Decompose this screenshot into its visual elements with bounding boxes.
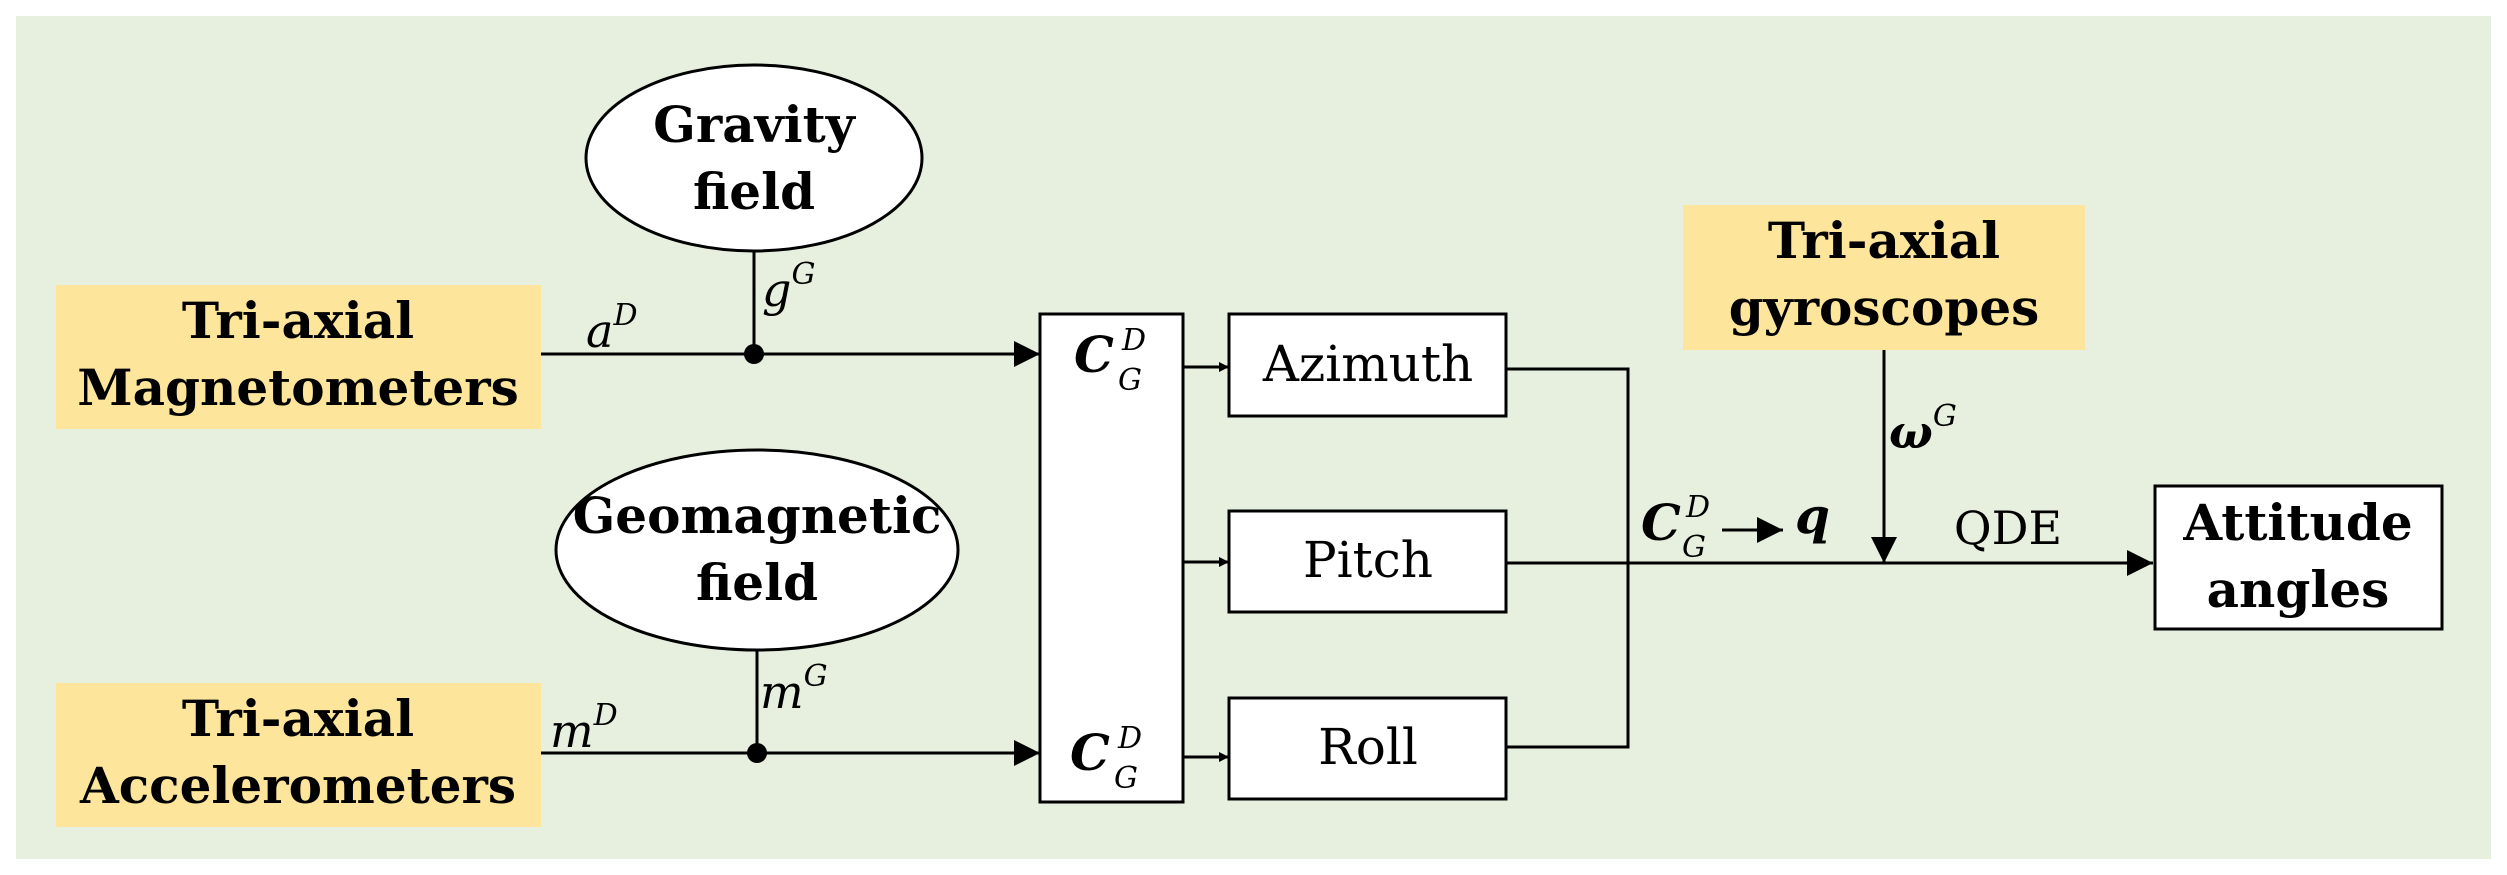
matrix-bottom-symbol: C — [1070, 723, 1110, 782]
attitude-angles-line2: angles — [2207, 560, 2390, 619]
magnetometers-label-line2: Magnetometers — [77, 358, 518, 417]
gravity-field-ellipse: Gravity field — [584, 63, 924, 253]
c-to-q-subscript: G — [1682, 530, 1706, 565]
gyroscopes-label-line1: Tri-axial — [1768, 211, 2000, 270]
attitude-angles-block: Attitude angles — [2153, 484, 2444, 631]
roll-block: Roll — [1227, 696, 1508, 801]
gyroscopes-label-line2: gyroscopes — [1729, 278, 2040, 337]
signal-m-reference-label: mG — [760, 659, 828, 719]
q-symbol: q — [1795, 486, 1830, 545]
pitch-block: Pitch — [1227, 509, 1508, 614]
rotation-matrix-block: C D G C D G — [1038, 312, 1185, 804]
c-to-q-superscript: D — [1685, 490, 1710, 525]
c-to-q-label: C D G q — [1641, 486, 1830, 565]
signal-g-label: gG — [762, 257, 815, 317]
matrix-bottom-subscript: G — [1114, 761, 1138, 796]
gyroscopes-box: Tri-axial gyroscopes — [1683, 205, 2085, 350]
accelerometers-label-line2: Accelerometers — [79, 756, 516, 815]
geomagnetic-junction-dot — [747, 743, 767, 763]
signal-m-input-label: mD — [550, 698, 618, 758]
azimuth-label: Azimuth — [1262, 335, 1473, 393]
azimuth-block: Azimuth — [1227, 312, 1508, 418]
azimuth-roll-merge-wire — [1506, 367, 1630, 749]
matrix-top-symbol: C — [1074, 325, 1114, 384]
matrix-bottom-superscript: D — [1117, 721, 1142, 756]
accelerometers-box: Tri-axial Accelerometers — [56, 683, 541, 827]
geomagnetic-field-line1: Geomagnetic — [573, 486, 942, 545]
gravity-field-line1: Gravity — [653, 95, 857, 154]
roll-label: Roll — [1318, 718, 1418, 776]
signal-omega-label: ωG — [1889, 399, 1957, 459]
signal-a-label: aD — [586, 298, 638, 358]
qde-label: QDE — [1954, 501, 2062, 555]
magnetometers-label-line1: Tri-axial — [182, 291, 414, 350]
pitch-label: Pitch — [1303, 531, 1433, 589]
matrix-top-superscript: D — [1121, 323, 1146, 358]
c-to-q-symbol: C — [1641, 493, 1681, 552]
gravity-junction-dot — [744, 344, 764, 364]
magnetometers-box: Tri-axial Magnetometers — [56, 285, 541, 429]
gravity-field-line2: field — [693, 162, 815, 221]
geomagnetic-field-line2: field — [696, 553, 818, 612]
attitude-angles-line1: Attitude — [2182, 493, 2412, 552]
geomagnetic-field-ellipse: Geomagnetic field — [554, 448, 960, 652]
accelerometers-label-line1: Tri-axial — [182, 689, 414, 748]
matrix-top-subscript: G — [1118, 363, 1142, 398]
